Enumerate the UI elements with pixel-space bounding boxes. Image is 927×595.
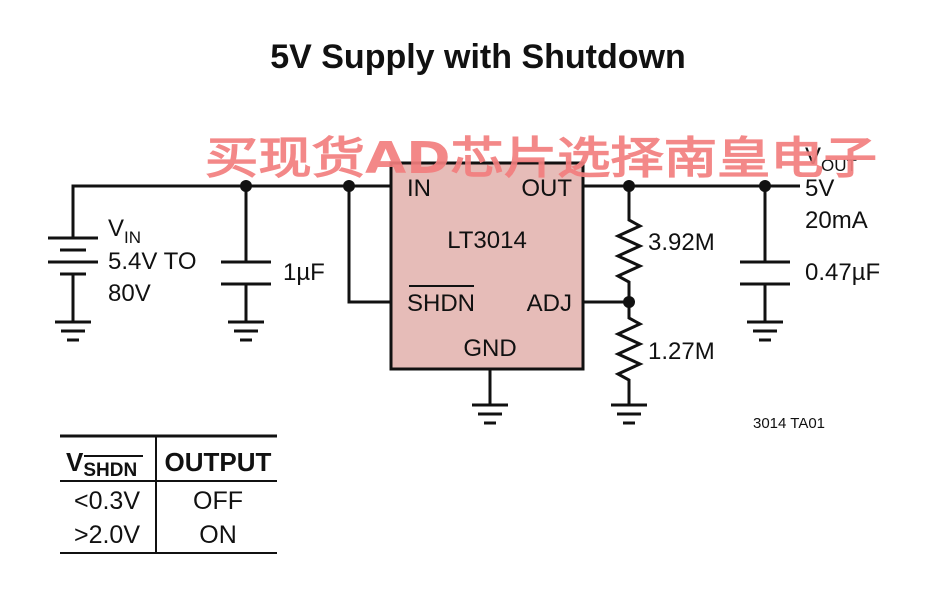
table-cell-vshdn-row1: <0.3V — [74, 487, 140, 515]
r2-value: 1.27M — [648, 338, 715, 365]
r1-value: 3.92M — [648, 229, 715, 256]
junction-dot-cin — [240, 180, 252, 192]
figure-id: 3014 TA01 — [753, 415, 825, 432]
vin-label: VIN — [108, 215, 141, 247]
vout-voltage: 5V — [805, 175, 834, 202]
watermark-banner: 买现货AD芯片选择南皇电子 — [205, 133, 877, 184]
input-capacitor — [221, 186, 271, 322]
pin-gnd-label: GND — [463, 335, 516, 362]
pin-out-label: OUT — [521, 175, 572, 202]
pin-in-label: IN — [407, 175, 431, 202]
ic-name: LT3014 — [447, 227, 527, 254]
ground-symbol-vin — [55, 320, 91, 342]
vout-current: 20mA — [805, 207, 868, 234]
input-capacitor-value: 1µF — [283, 259, 325, 286]
shutdown-truth-table: VSHDN OUTPUT <0.3V OFF >2.0V ON — [60, 434, 277, 554]
table-cell-output-row1: OFF — [193, 487, 243, 515]
table-header-output: OUTPUT — [165, 447, 272, 477]
vin-range-line1: 5.4V TO — [108, 248, 197, 275]
pin-adj-label: ADJ — [527, 290, 572, 317]
ground-symbol-ic — [472, 403, 508, 425]
table-cell-output-row2: ON — [199, 521, 237, 549]
junction-dot-shdn — [343, 180, 355, 192]
input-rail-wire — [71, 184, 391, 230]
page-title: 5V Supply with Shutdown — [270, 38, 686, 76]
ground-symbol-cin — [228, 320, 264, 342]
output-capacitor-value: 0.47µF — [805, 259, 880, 286]
vin-range-line2: 80V — [108, 280, 151, 307]
feedback-resistor-divider — [614, 186, 644, 405]
pin-shdn-label: SHDN — [407, 290, 475, 317]
output-capacitor — [740, 186, 790, 322]
ground-symbol-cout — [747, 320, 783, 342]
ground-symbol-r2 — [611, 403, 647, 425]
vout-label: VOUT — [805, 143, 857, 175]
table-cell-vshdn-row2: >2.0V — [74, 521, 140, 549]
vin-battery — [48, 230, 98, 322]
table-header-vshdn: VSHDN — [66, 447, 137, 481]
shdn-tie-wire — [347, 186, 391, 304]
lt3014-ic — [389, 161, 585, 371]
